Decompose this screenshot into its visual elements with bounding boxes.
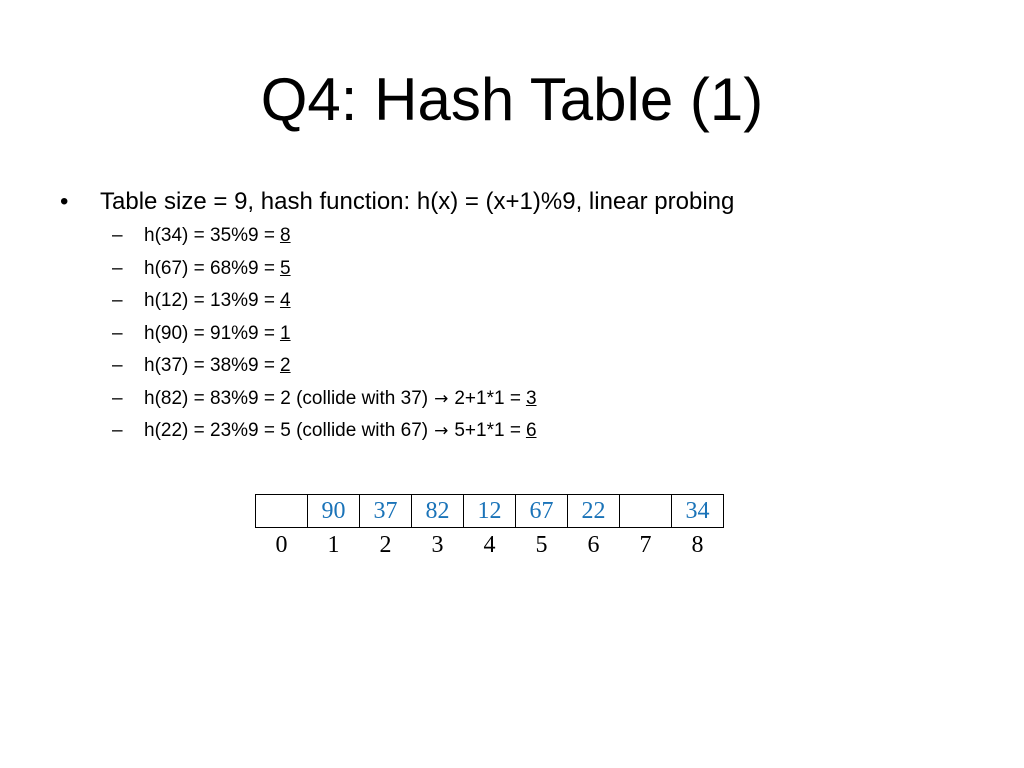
hash-slot: 12 — [463, 494, 516, 528]
dash-marker: – — [112, 420, 123, 441]
dash-marker: – — [112, 225, 123, 246]
dash-marker: – — [112, 355, 123, 376]
slot-index: 2 — [379, 531, 392, 558]
hash-slot-row: 90 37 82 12 67 22 34 — [255, 494, 724, 528]
sub-bullet-text: h(12) = 13%9 = — [144, 290, 275, 311]
hash-result: 2 — [279, 355, 291, 376]
dash-marker: – — [112, 387, 123, 409]
hash-slot: 37 — [359, 494, 412, 528]
slot-index: 8 — [691, 531, 704, 558]
sub-bullet-item: – h(90) = 91%9 = 1 — [112, 318, 734, 351]
slot-index: 5 — [535, 531, 548, 558]
hash-slot: 67 — [515, 494, 568, 528]
hash-result: 3 — [525, 387, 537, 409]
bullet-text: Table size = 9, hash function: h(x) = (x… — [100, 188, 735, 215]
dash-marker: – — [112, 290, 123, 311]
sub-bullet-item: – h(22) = 23%9 = 5 (collide with 67) → 5… — [112, 415, 734, 448]
probe-text: 2+1*1 = — [454, 387, 521, 409]
hash-result: 4 — [279, 290, 291, 311]
arrow-right-icon: → — [434, 421, 449, 441]
probe-text: 5+1*1 = — [454, 420, 521, 441]
hash-slot: 90 — [307, 494, 360, 528]
sub-bullet-item: – h(37) = 38%9 = 2 — [112, 350, 734, 383]
hash-slot — [619, 494, 672, 528]
hash-index-row: 0 1 2 3 4 5 6 7 8 — [256, 528, 724, 563]
sub-bullet-item: – h(12) = 13%9 = 4 — [112, 285, 734, 318]
slot-index: 0 — [275, 531, 288, 558]
sub-bullet-text: h(37) = 38%9 = — [144, 355, 275, 376]
hash-result: 5 — [279, 257, 291, 279]
hash-result: 1 — [279, 322, 291, 344]
slot-index: 4 — [483, 531, 496, 558]
arrow-right-icon: → — [434, 388, 449, 409]
hash-table: 90 37 82 12 67 22 34 0 1 2 3 4 5 6 7 8 — [255, 494, 724, 562]
sub-bullet-item: – h(82) = 83%9 = 2 (collide with 37) → 2… — [112, 383, 734, 416]
sub-bullet-text: h(67) = 68%9 = — [144, 257, 275, 279]
hash-result: 8 — [279, 225, 291, 246]
main-bullet: • Table size = 9, hash function: h(x) = … — [60, 184, 734, 220]
hash-slot — [255, 494, 308, 528]
sub-bullet-list: – h(34) = 35%9 = 8 – h(67) = 68%9 = 5 – … — [112, 220, 734, 448]
sub-bullet-item: – h(34) = 35%9 = 8 — [112, 220, 734, 253]
hash-slot: 34 — [671, 494, 724, 528]
hash-slot: 82 — [411, 494, 464, 528]
sub-bullet-text: h(90) = 91%9 = — [144, 322, 275, 344]
slot-index: 1 — [327, 531, 340, 558]
bullet-list: • Table size = 9, hash function: h(x) = … — [60, 184, 734, 448]
dash-marker: – — [112, 257, 123, 279]
slot-index: 3 — [431, 531, 444, 558]
slide-title: Q4: Hash Table (1) — [260, 66, 764, 133]
hash-result: 6 — [525, 420, 537, 441]
sub-bullet-item: – h(67) = 68%9 = 5 — [112, 253, 734, 286]
sub-bullet-text: h(82) = 83%9 = 2 (collide with 37) — [144, 387, 429, 409]
sub-bullet-text: h(22) = 23%9 = 5 (collide with 67) — [144, 420, 429, 441]
sub-bullet-text: h(34) = 35%9 = — [144, 225, 275, 246]
hash-slot: 22 — [567, 494, 620, 528]
bullet-marker: • — [60, 188, 69, 215]
dash-marker: – — [112, 322, 123, 344]
slot-index: 7 — [639, 531, 652, 558]
slot-index: 6 — [587, 531, 600, 558]
